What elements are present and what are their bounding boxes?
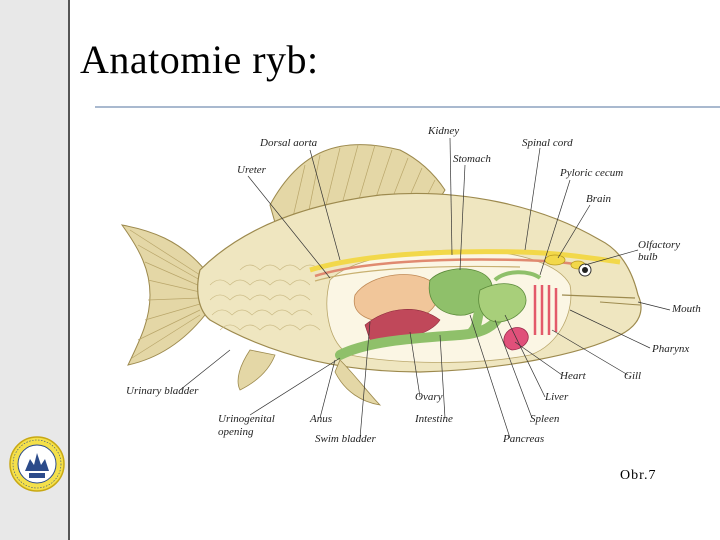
- label-pharynx: Pharynx: [651, 343, 689, 355]
- brain: [544, 254, 566, 266]
- pyloric-cecum: [493, 270, 542, 282]
- institution-logo: [9, 436, 65, 492]
- label-olfactory: Olfactory: [638, 239, 680, 251]
- label-swim-bladder: Swim bladder: [315, 433, 377, 445]
- label-urinary-bladder: Urinary bladder: [126, 385, 199, 397]
- label-stomach: Stomach: [453, 153, 491, 165]
- caudal-fin: [120, 224, 206, 366]
- spinal-cord: [309, 249, 621, 273]
- label-urinogenital: Urinogenital: [218, 413, 275, 425]
- label-heart: Heart: [559, 370, 587, 382]
- ventral-fin: [237, 349, 276, 391]
- label-liver: Liver: [544, 391, 569, 403]
- label-brain: Brain: [586, 193, 612, 205]
- label-pyloric-cecum: Pyloric cecum: [559, 167, 623, 179]
- figure-caption: Obr.7: [620, 468, 657, 483]
- heart: [503, 327, 529, 351]
- pharynx: [561, 294, 636, 299]
- dorsal-aorta: [314, 265, 521, 282]
- label-mouth: Mouth: [671, 303, 701, 315]
- label-pancreas: Pancreas: [502, 433, 544, 445]
- label-intestine: Intestine: [414, 413, 453, 425]
- mouth: [599, 301, 641, 306]
- label-kidney: Kidney: [427, 125, 459, 137]
- anal-fin: [334, 359, 382, 406]
- label-ovary: Ovary: [415, 391, 443, 403]
- label-opening: opening: [218, 426, 254, 438]
- liver: [478, 283, 527, 323]
- label-bulb: bulb: [638, 251, 658, 263]
- gills: [533, 285, 558, 335]
- title-divider: [95, 106, 720, 108]
- label-ureter: Ureter: [237, 164, 267, 176]
- fish-anatomy-diagram: Dorsal aorta Kidney Spinal cord Ureter S…: [100, 110, 720, 470]
- label-spleen: Spleen: [530, 413, 560, 425]
- label-dorsal-aorta: Dorsal aorta: [259, 137, 318, 149]
- label-anus: Anus: [309, 413, 332, 425]
- label-gill: Gill: [624, 370, 641, 382]
- slide-title: Anatomie ryb:: [80, 37, 319, 82]
- label-spinal-cord: Spinal cord: [522, 137, 573, 149]
